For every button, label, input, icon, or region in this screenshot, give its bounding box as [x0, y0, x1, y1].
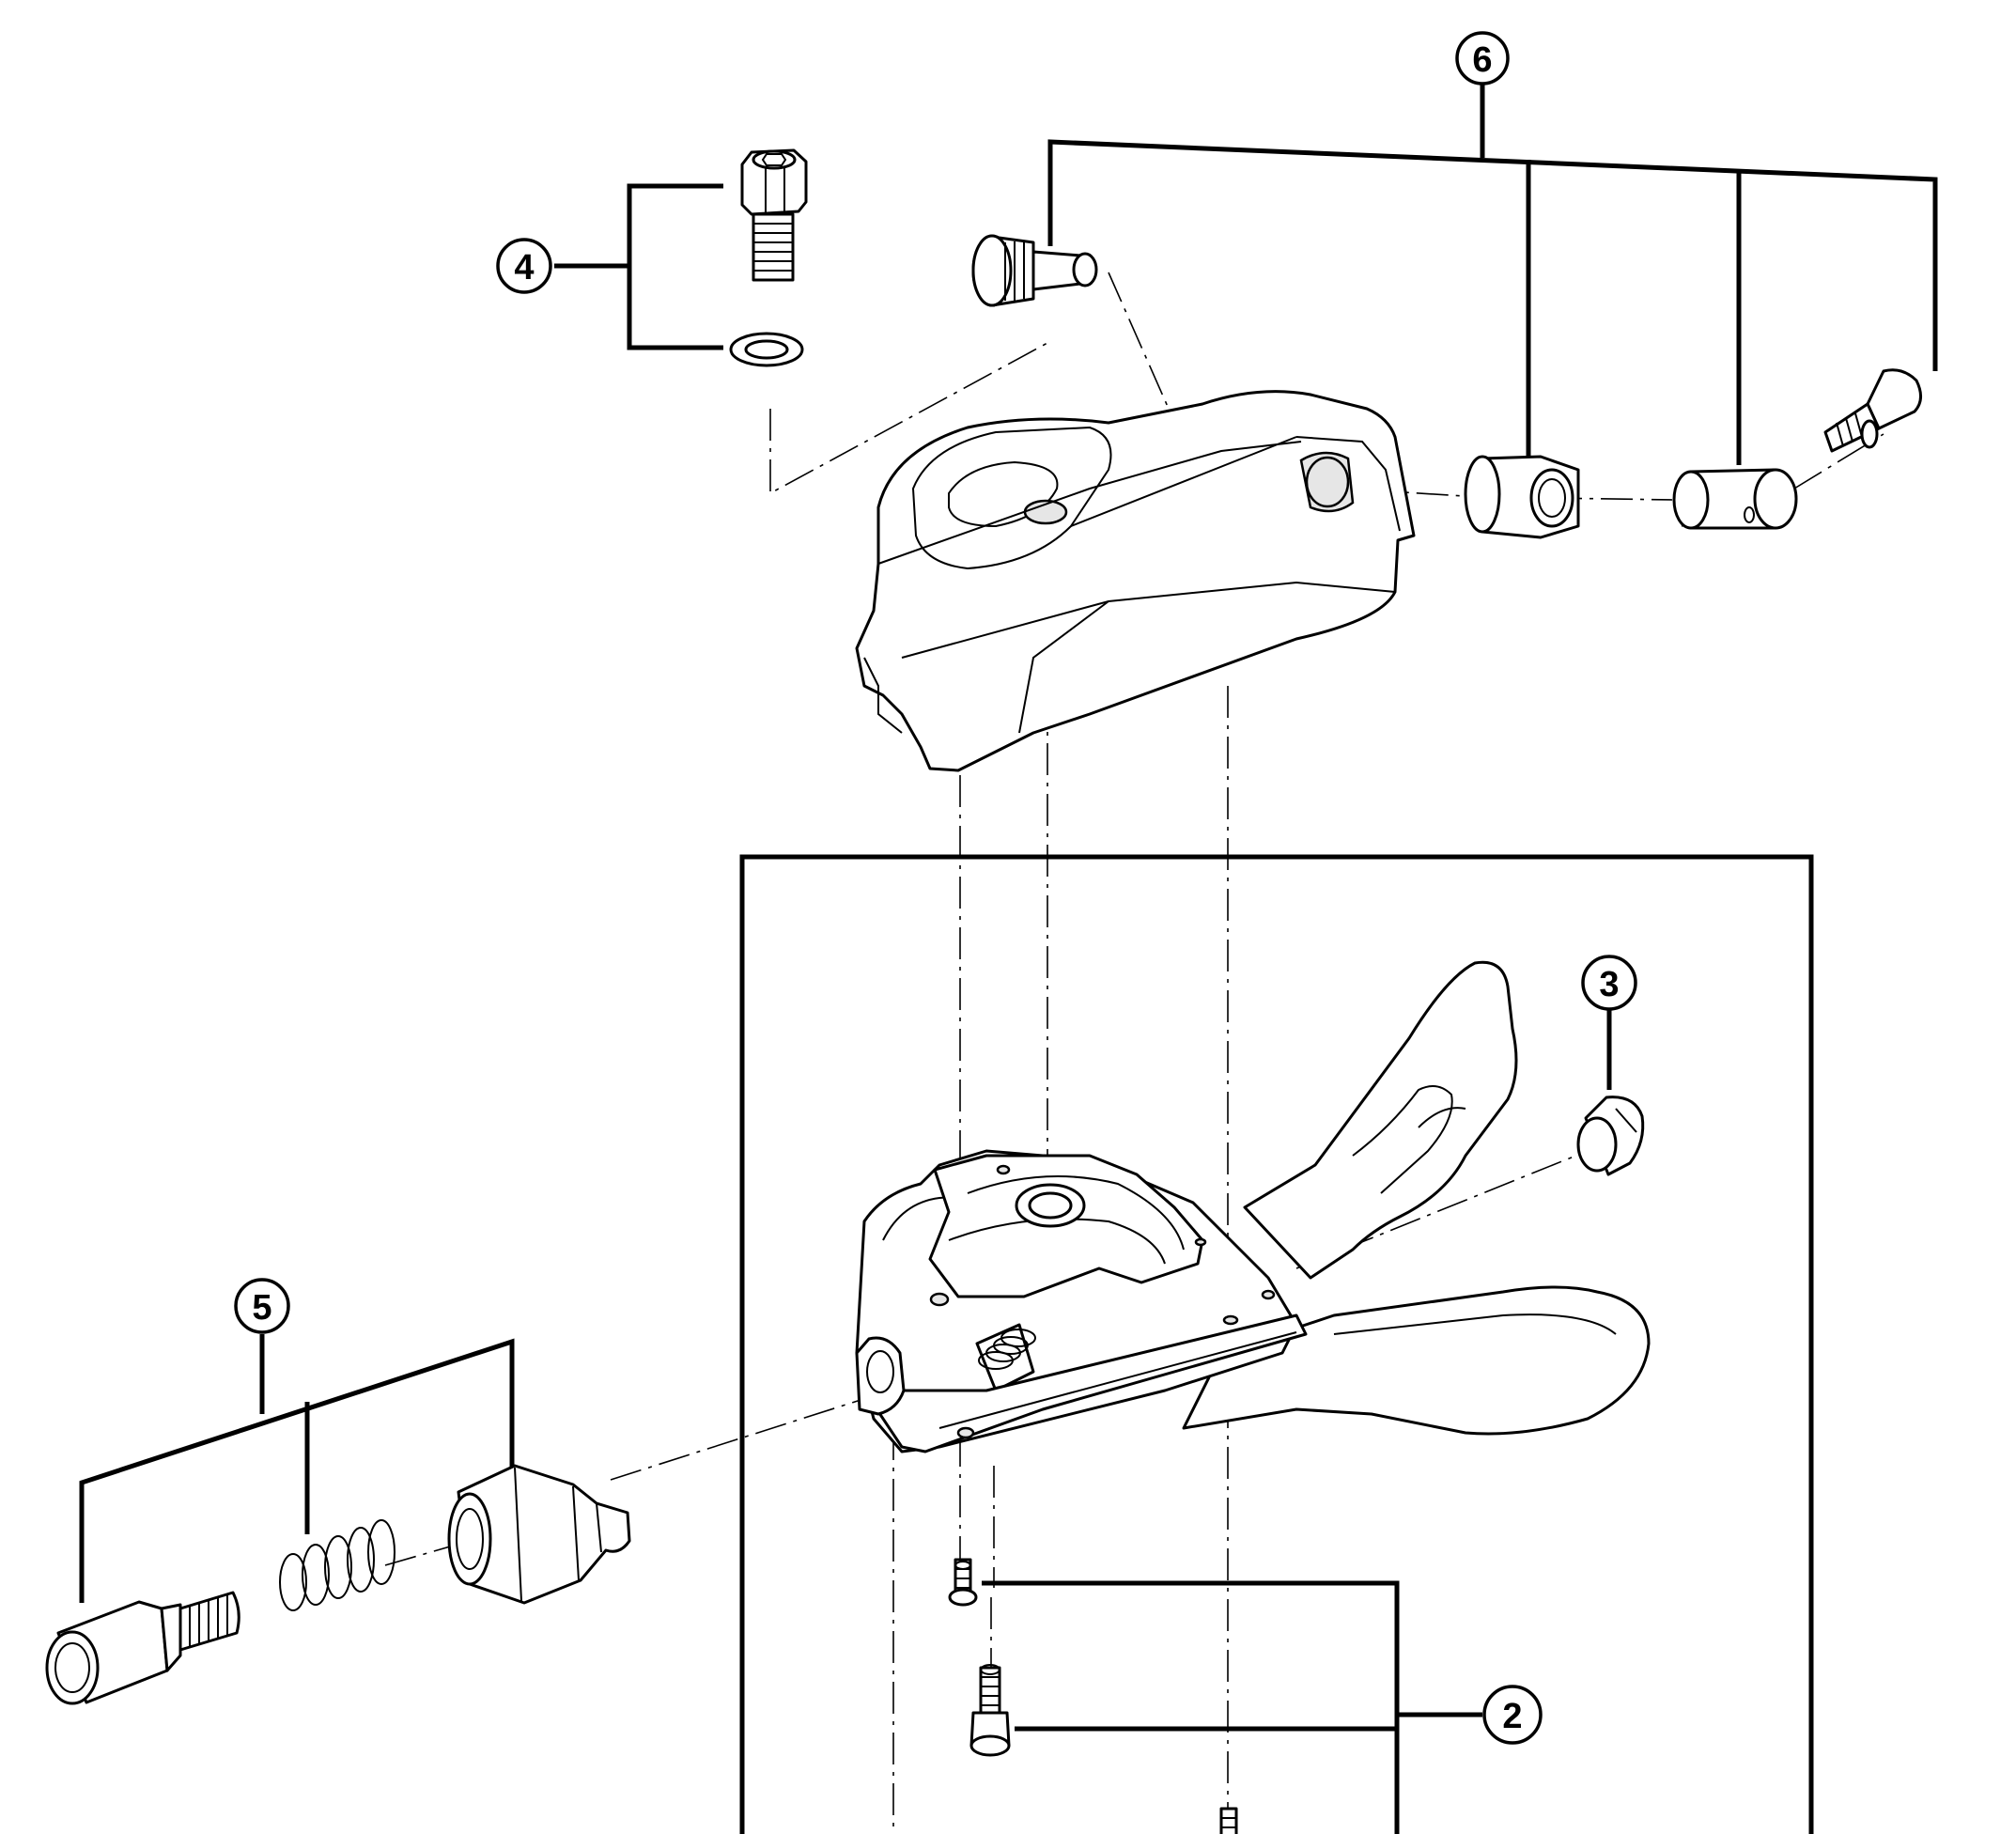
lever-body-assembly	[855, 960, 1651, 1453]
part-2-screws	[948, 1558, 1238, 1834]
assembly-frame	[739, 854, 1814, 1834]
callout-2: 2	[1482, 1685, 1543, 1745]
callout-5: 5	[234, 1278, 290, 1334]
part-3-plug	[1576, 1096, 1645, 1176]
part-6-fastener-set	[971, 234, 1922, 539]
callout-3: 3	[1581, 955, 1637, 1011]
callout-6: 6	[1455, 31, 1510, 85]
callout-2-label: 2	[1502, 1697, 1522, 1736]
callout-5-label: 5	[252, 1288, 271, 1328]
part-4-bolt-washer	[729, 148, 808, 367]
callout-leaders	[79, 85, 1938, 1834]
top-cover	[855, 390, 1416, 772]
callout-4: 4	[496, 238, 552, 294]
callout-4-label: 4	[514, 248, 534, 288]
callout-3-label: 3	[1599, 965, 1619, 1004]
callout-6-label: 6	[1472, 40, 1492, 80]
part-5-barrel-adjuster	[45, 1464, 631, 1705]
